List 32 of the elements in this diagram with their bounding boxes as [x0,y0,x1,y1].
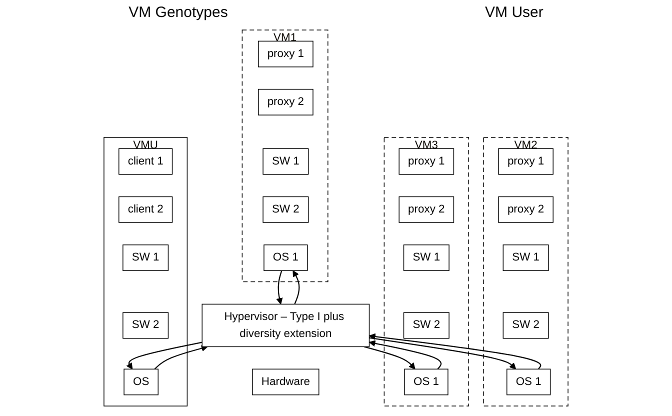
arrow [369,337,516,370]
node-box: OS [124,368,158,396]
arrow [126,342,202,370]
node-box: proxy 1 [498,148,554,175]
node-box: proxy 1 [258,40,314,68]
node-box: SW 1 [403,244,450,271]
node-box: proxy 2 [398,196,454,223]
node-box: OS 1 [264,244,308,271]
heading-label: VM Genotypes [128,4,228,20]
node-box: proxy 1 [398,148,454,175]
node-box: Hardware [252,368,320,396]
arrow [364,346,416,370]
node-box: Hypervisor – Type I plus diversity extension [202,304,370,348]
node-box: client 2 [118,196,173,223]
heading-label: VM User [485,4,544,20]
node-box: SW 1 [502,244,549,271]
node-box: SW 1 [122,244,169,271]
node-box: OS 1 [506,368,551,396]
node-box: SW 2 [262,196,309,223]
node-box: SW 2 [122,312,169,339]
arrow [292,270,300,304]
arrow [368,333,542,370]
node-box: client 1 [118,148,173,175]
arrow [368,340,442,370]
node-box: SW 1 [262,148,309,175]
node-box: OS 1 [404,368,448,396]
arrow [276,270,283,304]
node-box: SW 2 [502,312,549,339]
arrow [154,345,208,370]
node-box: SW 2 [403,312,450,339]
node-box: proxy 2 [498,196,554,223]
node-box: proxy 2 [258,88,314,116]
